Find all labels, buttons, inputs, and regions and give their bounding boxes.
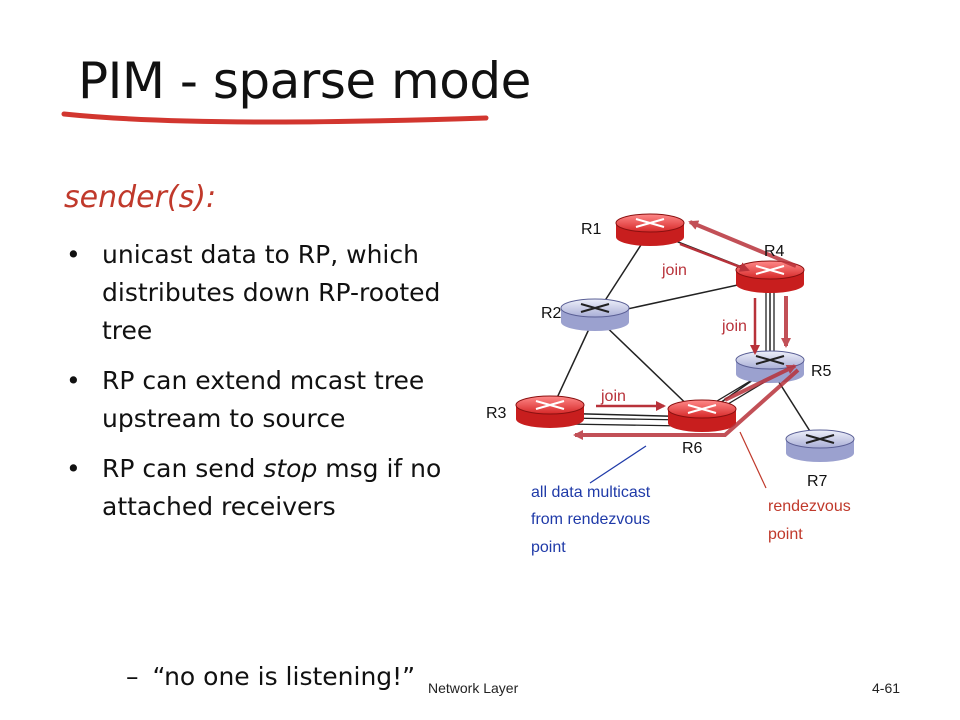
dash-icon: – bbox=[126, 662, 139, 691]
router-label-r6: R6 bbox=[682, 440, 703, 457]
router-label-r4: R4 bbox=[764, 243, 785, 260]
note-blue-pointer bbox=[589, 445, 647, 484]
router-label-r7: R7 bbox=[807, 473, 828, 490]
bullet-text: msg if no attached receivers bbox=[102, 454, 442, 521]
footer-page-number: 4-61 bbox=[872, 680, 901, 696]
bullet-item: • RP can send stop msg if no attached re… bbox=[64, 450, 464, 526]
rendezvous-tree-arrows bbox=[573, 220, 800, 440]
bullet-text: RP can extend mcast tree upstream to sou… bbox=[102, 366, 425, 433]
bullet-text: RP can send bbox=[102, 454, 264, 483]
join-arrow-r1-r4 bbox=[679, 242, 750, 272]
router-r6 bbox=[667, 399, 737, 432]
sub-bullet: –“no one is listening!” bbox=[126, 662, 415, 691]
router-label-r1: R1 bbox=[581, 221, 602, 238]
link-r2-r6 bbox=[594, 315, 701, 418]
footer-section: Network Layer bbox=[428, 680, 519, 696]
bullet-item: • RP can extend mcast tree upstream to s… bbox=[64, 362, 464, 438]
join-label: join bbox=[600, 388, 626, 405]
router-label-r3: R3 bbox=[486, 405, 507, 422]
bullet-dot-icon: • bbox=[66, 240, 81, 269]
bullet-text: unicast data to RP, which distributes do… bbox=[102, 240, 441, 345]
router-r4 bbox=[735, 260, 805, 293]
subheading: sender(s): bbox=[64, 180, 217, 215]
router-label-r2: R2 bbox=[541, 305, 562, 322]
note-red-pointer bbox=[739, 431, 767, 489]
note-data-multicast-line1: all data multicast bbox=[531, 484, 651, 501]
router-label-r5: R5 bbox=[811, 363, 832, 380]
bullet-item: • unicast data to RP, which distributes … bbox=[64, 236, 464, 350]
bullet-emphasis: stop bbox=[263, 454, 318, 483]
join-label: join bbox=[721, 318, 747, 335]
tree-arrow-r4-r1 bbox=[688, 220, 797, 268]
tree-arrow-r6-r5 bbox=[724, 364, 797, 402]
sub-bullet-text: “no one is listening!” bbox=[152, 662, 416, 691]
bullet-dot-icon: • bbox=[66, 454, 81, 483]
router-r3 bbox=[515, 395, 585, 428]
router-r1 bbox=[615, 213, 685, 246]
note-data-multicast-line2: from rendezvous bbox=[531, 511, 650, 528]
title-underline bbox=[61, 111, 489, 125]
router-r2 bbox=[560, 298, 630, 331]
bullet-list: • unicast data to RP, which distributes … bbox=[64, 236, 464, 538]
router-r7 bbox=[785, 429, 855, 462]
note-rendezvous-line2: point bbox=[768, 526, 803, 543]
join-label: join bbox=[661, 262, 687, 279]
note-data-multicast-line3: point bbox=[531, 539, 566, 556]
join-arrows bbox=[596, 242, 760, 411]
note-rendezvous-line1: rendezvous bbox=[768, 498, 851, 515]
tree-arrow-r5-r6 bbox=[573, 368, 800, 440]
bullet-dot-icon: • bbox=[66, 366, 81, 395]
slide-title: PIM - sparse mode bbox=[78, 52, 531, 110]
